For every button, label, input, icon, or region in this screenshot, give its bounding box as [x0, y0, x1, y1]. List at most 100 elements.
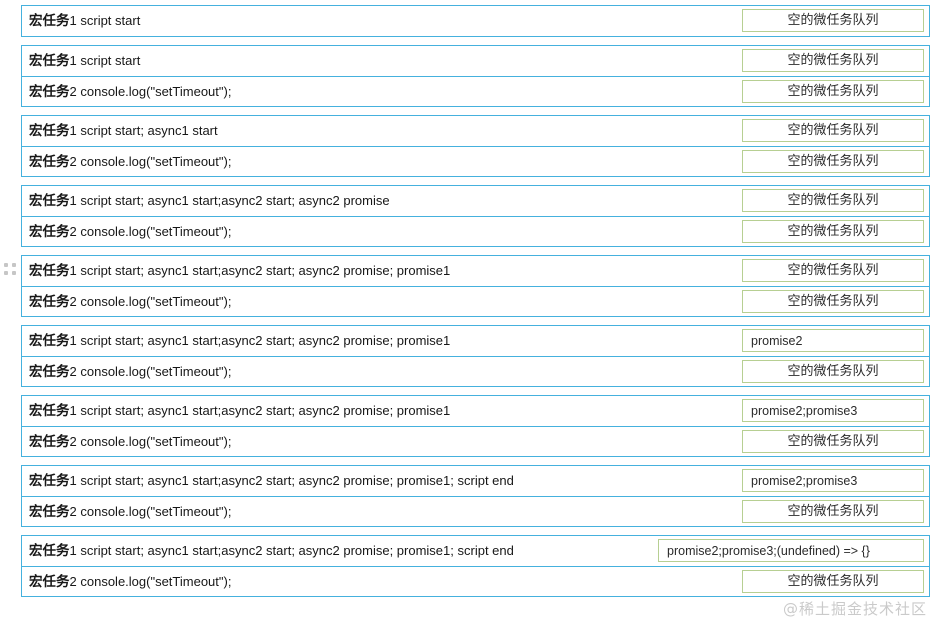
microtask-queue-box: 空的微任务队列 — [742, 259, 924, 282]
microtask-queue-box: 空的微任务队列 — [742, 80, 924, 103]
macrotask-prefix: 宏任务 — [29, 543, 70, 559]
console-output-text: script start; async1 start;async2 start;… — [80, 263, 451, 278]
macrotask-index: 1 — [69, 53, 77, 68]
macrotask-prefix: 宏任务 — [29, 53, 70, 69]
macrotask-prefix: 宏任务 — [29, 153, 70, 170]
microtask-queue-box: promise2;promise3;(undefined) => {} — [658, 539, 924, 562]
console-output-text: script start; async1 start;async2 start;… — [80, 473, 514, 488]
microtask-queue-box: 空的微任务队列 — [742, 189, 924, 212]
console-output-text: console.log("setTimeout"); — [80, 83, 232, 99]
microtask-queue-box: promise2 — [742, 329, 924, 352]
task-row: 宏任务2 console.log("setTimeout");空的微任务队列 — [22, 146, 929, 176]
macrotask-1-label: 宏任务1 script start; async1 start;async2 s… — [22, 543, 514, 559]
macrotask-index: 1 — [69, 473, 77, 488]
console-output-text: console.log("setTimeout"); — [80, 223, 232, 239]
macrotask-index: 1 — [69, 543, 77, 558]
macrotask-1-label: 宏任务1 script start; async1 start;async2 s… — [22, 473, 514, 489]
task-row: 宏任务2 console.log("setTimeout");空的微任务队列 — [22, 286, 929, 316]
macrotask-2-label: 宏任务2 console.log("setTimeout"); — [22, 224, 231, 240]
macrotask-1-label: 宏任务1 script start; async1 start;async2 s… — [22, 333, 450, 349]
macrotask-2-label: 宏任务2 console.log("setTimeout"); — [22, 574, 231, 590]
macrotask-1-label: 宏任务1 script start; async1 start;async2 s… — [22, 263, 450, 279]
microtask-queue-box: 空的微任务队列 — [742, 290, 924, 313]
macrotask-index: 2 — [69, 573, 77, 589]
macrotask-index: 2 — [69, 433, 77, 449]
microtask-queue-box: 空的微任务队列 — [742, 220, 924, 243]
macrotask-1-label: 宏任务1 script start; async1 start;async2 s… — [22, 193, 390, 209]
microtask-queue-box: 空的微任务队列 — [742, 430, 924, 453]
macrotask-index: 2 — [69, 153, 77, 169]
task-row: 宏任务2 console.log("setTimeout"); 空的微任务队列 — [22, 566, 929, 596]
console-output-text: script start; async1 start — [80, 123, 218, 138]
macrotask-2-label: 宏任务2 console.log("setTimeout"); — [22, 364, 231, 380]
macrotask-prefix: 宏任务 — [29, 363, 70, 380]
macrotask-1-label: 宏任务1 script start; async1 start — [22, 123, 218, 139]
microtask-queue-box: 空的微任务队列 — [742, 500, 924, 523]
task-row: 宏任务1 script start; async1 start;async2 s… — [22, 256, 929, 286]
macrotask-index: 2 — [69, 83, 77, 99]
macrotask-index: 1 — [69, 403, 77, 418]
macrotask-index: 1 — [69, 193, 77, 208]
microtask-queue-box: 空的微任务队列 — [742, 360, 924, 383]
console-output-text: console.log("setTimeout"); — [80, 293, 232, 309]
task-row: 宏任务2 console.log("setTimeout"); 空的微任务队列 — [22, 356, 929, 386]
macrotask-index: 2 — [69, 363, 77, 379]
macrotask-prefix: 宏任务 — [29, 473, 70, 489]
console-output-text: console.log("setTimeout"); — [80, 503, 232, 519]
console-output-text: script start; async1 start;async2 start;… — [80, 403, 451, 418]
microtask-queue-box: 空的微任务队列 — [742, 49, 924, 72]
macrotask-index: 2 — [69, 223, 77, 239]
console-output-text: script start — [80, 13, 141, 28]
console-output-text: script start; async1 start;async2 start;… — [80, 543, 514, 558]
task-row: 宏任务1 script start; async1 start;async2 s… — [22, 186, 929, 216]
watermark: @稀土掘金技术社区 — [782, 600, 927, 618]
macrotask-prefix: 宏任务 — [29, 193, 70, 209]
macrotask-index: 1 — [69, 263, 77, 278]
macrotask-index: 2 — [69, 293, 77, 309]
macrotask-prefix: 宏任务 — [29, 573, 70, 590]
step-group: 宏任务1 script start; async1 start;async2 s… — [21, 395, 930, 457]
macrotask-index: 2 — [69, 503, 77, 519]
microtask-queue-box: 空的微任务队列 — [742, 9, 924, 32]
macrotask-prefix: 宏任务 — [29, 433, 70, 450]
handle-dot — [12, 271, 16, 275]
macrotask-prefix: 宏任务 — [29, 13, 70, 29]
console-output-text: script start; async1 start;async2 start;… — [80, 193, 390, 208]
task-row: 宏任务1 script start; async1 start;async2 s… — [22, 536, 929, 566]
console-output-text: script start; async1 start;async2 start;… — [80, 333, 451, 348]
macrotask-prefix: 宏任务 — [29, 83, 70, 100]
console-output-text: console.log("setTimeout"); — [80, 153, 232, 169]
macrotask-2-label: 宏任务2 console.log("setTimeout"); — [22, 84, 231, 100]
task-row: 宏任务2 console.log("setTimeout"); 空的微任务队列 — [22, 216, 929, 246]
task-row: 宏任务2 console.log("setTimeout"); 空的微任务队列 — [22, 76, 929, 106]
handle-dot — [4, 271, 8, 275]
task-row: 宏任务1 script start; async1 start;async2 s… — [22, 466, 929, 496]
console-output-text: console.log("setTimeout"); — [80, 433, 232, 449]
step-group: 宏任务1 script start; async1 start;async2 s… — [21, 465, 930, 527]
step-group: 宏任务1 script start; async1 start;async2 s… — [21, 535, 930, 597]
task-row: 宏任务1 script start; async1 start;async2 s… — [22, 326, 929, 356]
macrotask-prefix: 宏任务 — [29, 123, 70, 139]
macrotask-index: 1 — [69, 123, 77, 138]
drag-handle-icon[interactable] — [4, 263, 18, 277]
microtask-queue-box: promise2;promise3 — [742, 469, 924, 492]
console-output-text: console.log("setTimeout"); — [80, 363, 232, 379]
task-row: 宏任务2 console.log("setTimeout"); 空的微任务队列 — [22, 426, 929, 456]
macrotask-prefix: 宏任务 — [29, 263, 70, 279]
microtask-queue-box: 空的微任务队列 — [742, 119, 924, 142]
macrotask-index: 1 — [69, 333, 77, 348]
macrotask-prefix: 宏任务 — [29, 403, 70, 419]
macrotask-2-label: 宏任务2 console.log("setTimeout"); — [22, 154, 231, 170]
task-row: 宏任务1 script start; async1 start 空的微任务队列 — [22, 116, 929, 146]
step-group: 宏任务1 script start; async1 start;async2 s… — [21, 255, 930, 317]
microtask-queue-box: 空的微任务队列 — [742, 570, 924, 593]
task-row: 宏任务1 script start; async1 start;async2 s… — [22, 396, 929, 426]
console-output-text: console.log("setTimeout"); — [80, 573, 232, 589]
task-row: 宏任务2 console.log("setTimeout");空的微任务队列 — [22, 496, 929, 526]
